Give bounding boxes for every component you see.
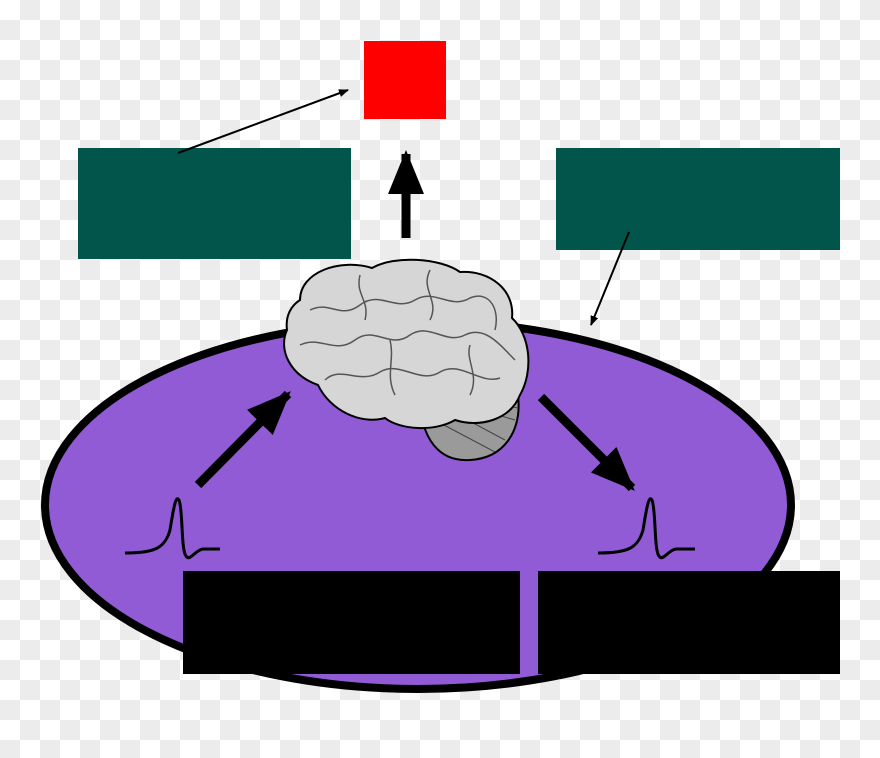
brain-icon bbox=[283, 258, 530, 462]
arrow-to-ellipse-edge bbox=[590, 231, 630, 326]
label-box-bottom-right bbox=[538, 571, 840, 674]
label-box-top-right bbox=[556, 148, 840, 250]
label-box-top-left bbox=[78, 148, 351, 259]
red-marker-box bbox=[364, 41, 446, 119]
action-potential-spike-icon bbox=[597, 497, 695, 560]
arrow-out-of-brain bbox=[537, 393, 636, 492]
arrow-into-brain bbox=[194, 390, 292, 489]
action-potential-spike-icon bbox=[124, 497, 220, 560]
label-box-bottom-left bbox=[183, 571, 520, 674]
arrow-to-red-box bbox=[177, 89, 349, 154]
